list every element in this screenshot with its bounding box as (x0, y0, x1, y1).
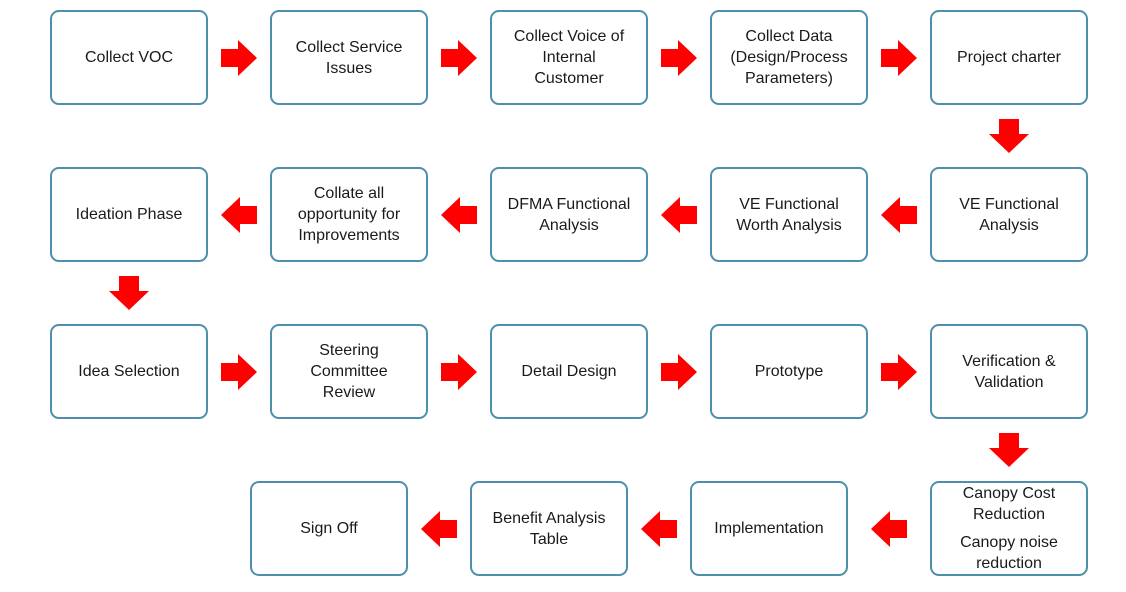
node-label-line: Collate all (313, 185, 385, 202)
node-label-line: opportunity for (297, 206, 401, 223)
node-label-line: Canopy noise (960, 534, 1058, 551)
arrow-left-icon (641, 510, 677, 547)
arrow-right-icon (441, 353, 477, 390)
node-label-line: Implementation (714, 520, 824, 537)
arrow-left-icon (661, 196, 697, 233)
node-verification-validation: Verification & Validation (930, 324, 1088, 419)
arrow-left-icon (881, 196, 917, 233)
node-label-line: VE Functional (959, 195, 1059, 213)
node-label-line: Customer (534, 70, 604, 87)
node-label-line: Internal (542, 49, 596, 66)
node-label-line: Verification & (962, 352, 1056, 370)
node-label-line: Collect Data (745, 28, 833, 45)
node-idea-selection: Idea Selection (50, 324, 208, 419)
node-label-line: (Design/Process (730, 49, 848, 66)
node-detail-design: Detail Design (490, 324, 648, 419)
node-label-line: DFMA Functional (507, 195, 631, 213)
node-collect-voc: Collect VOC (50, 10, 208, 105)
node-sign-off: Sign Off (250, 481, 408, 576)
node-implementation: Implementation (690, 481, 848, 576)
node-label-line: Analysis (539, 216, 599, 234)
node-label-line: VE Functional (739, 195, 839, 213)
arrow-right-icon (441, 39, 477, 76)
arrow-right-icon (661, 353, 697, 390)
arrow-down-icon (989, 433, 1029, 467)
node-label-line: reduction (976, 555, 1042, 572)
node-label-line: Sign Off (300, 520, 358, 537)
node-label-line: Project charter (956, 49, 1062, 66)
node-label-line: Table (529, 530, 569, 548)
arrow-right-icon (661, 39, 697, 76)
node-ideation-phase: Ideation Phase (50, 167, 208, 262)
node-label-line: Detail Design (521, 363, 617, 380)
arrow-right-icon (881, 353, 917, 390)
node-label-line: Reduction (972, 506, 1046, 523)
node-project-charter: Project charter (930, 10, 1088, 105)
node-label-line: Prototype (754, 363, 824, 380)
node-label-line: Collect Service (295, 38, 403, 56)
node-label-line: Validation (974, 373, 1044, 391)
node-label-line: Collect Voice of (513, 28, 625, 45)
node-label-line: Review (322, 384, 376, 401)
arrow-down-icon (109, 276, 149, 310)
node-label-line: Issues (325, 59, 373, 77)
node-label-line: Idea Selection (78, 363, 180, 380)
arrow-left-icon (871, 510, 907, 547)
node-label-line: Ideation Phase (75, 206, 183, 223)
arrow-right-icon (881, 39, 917, 76)
arrow-down-icon (989, 119, 1029, 153)
arrow-left-icon (421, 510, 457, 547)
arrow-right-icon (221, 39, 257, 76)
node-label-line: Improvements (298, 227, 400, 244)
node-label-line: Benefit Analysis (492, 509, 606, 527)
node-label-line: Analysis (979, 216, 1039, 234)
arrow-left-icon (221, 196, 257, 233)
node-label-line: Parameters) (744, 70, 834, 87)
node-label-line: Committee (310, 363, 388, 380)
arrow-right-icon (221, 353, 257, 390)
node-label-line: Worth Analysis (736, 216, 842, 234)
node-label-line: Canopy Cost (962, 485, 1056, 502)
node-prototype: Prototype (710, 324, 868, 419)
node-label-line: Collect VOC (84, 49, 174, 66)
arrow-left-icon (441, 196, 477, 233)
node-label-line: Steering (319, 342, 379, 359)
